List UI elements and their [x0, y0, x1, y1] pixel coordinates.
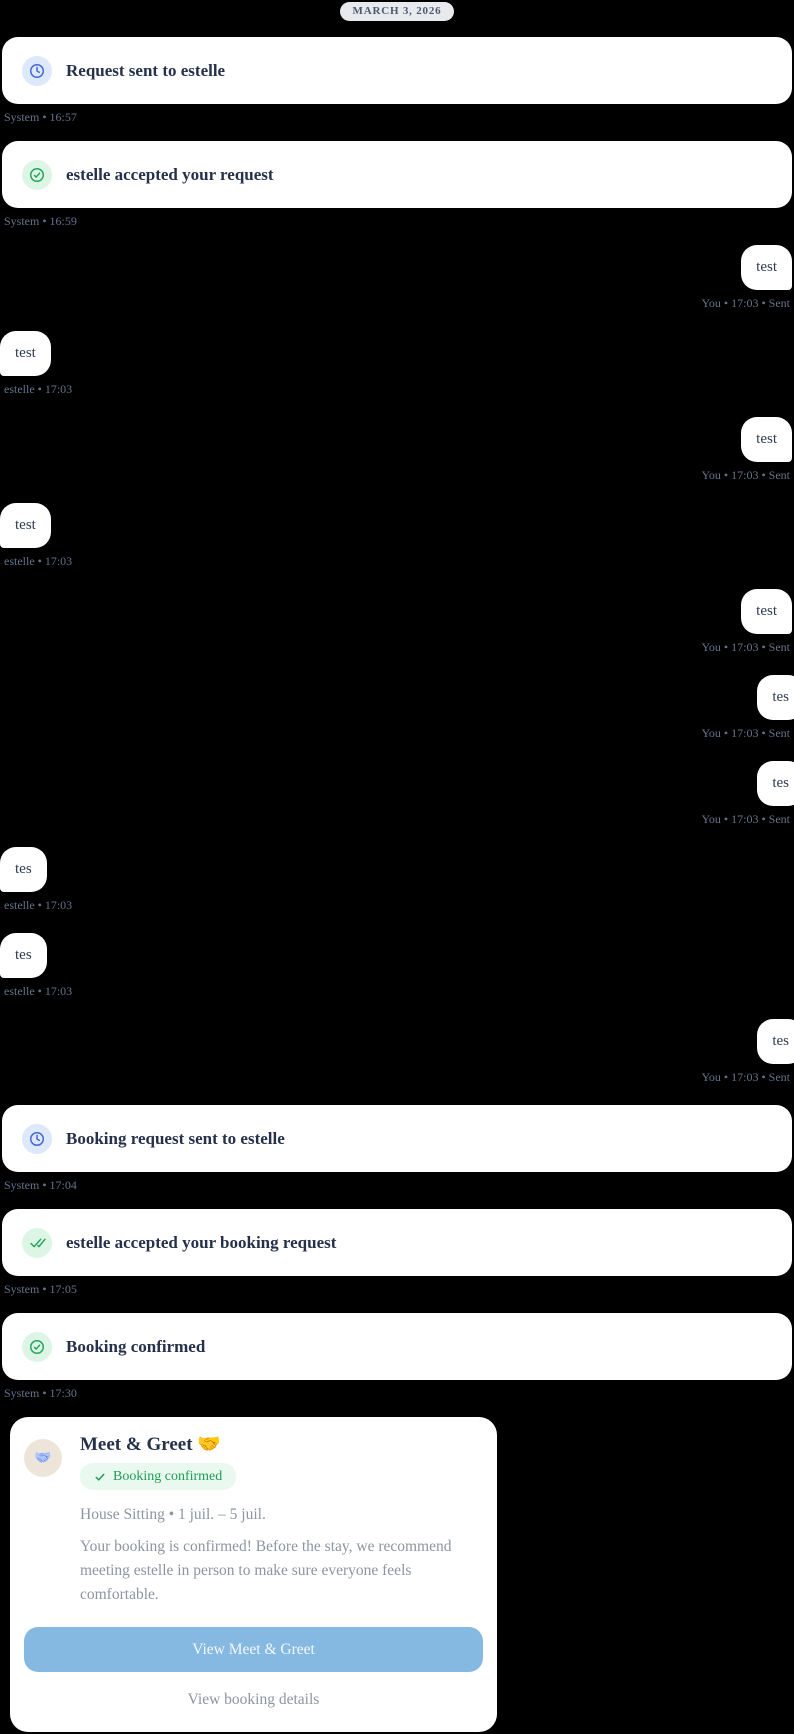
message-meta: You • 17:03 • Sent	[701, 726, 790, 740]
booking-summary: House Sitting • 1 juil. – 5 juil.	[80, 1506, 266, 1523]
system-event-card: estelle accepted your request	[2, 141, 792, 208]
handshake-icon: 🤝	[24, 1439, 62, 1477]
badge-label: Booking confirmed	[113, 1468, 223, 1484]
message-bubble: test	[741, 245, 792, 290]
message-meta: estelle • 17:03	[4, 554, 73, 568]
message-bubble: tes	[757, 761, 794, 806]
check-circle-icon	[22, 159, 52, 190]
clock-icon	[22, 1123, 52, 1154]
message-outgoing: tes You • 17:03 • Sent	[0, 1019, 794, 1084]
message-meta: You • 17:03 • Sent	[701, 640, 790, 654]
system-event-meta: System • 16:59	[4, 214, 77, 228]
message-meta: estelle • 17:03	[4, 898, 73, 912]
message-bubble: test	[0, 503, 51, 548]
message-meta: You • 17:03 • Sent	[701, 812, 790, 826]
system-event-card: Booking confirmed	[2, 1313, 792, 1380]
message-meta: estelle • 17:03	[4, 984, 73, 998]
message-bubble: test	[741, 589, 792, 634]
meet-greet-title: Meet & Greet 🤝	[80, 1434, 221, 1455]
check-circle-icon	[22, 1331, 52, 1362]
message-bubble: tes	[0, 933, 47, 978]
booking-description: Your booking is confirmed! Before the st…	[80, 1538, 452, 1603]
system-event-text: Booking confirmed	[66, 1336, 206, 1356]
system-event-text: Request sent to estelle	[66, 60, 226, 80]
message-bubble: tes	[0, 847, 47, 892]
message-bubble: test	[0, 331, 51, 376]
message-list: Request sent to estelle System • 16:57 e…	[0, 37, 794, 1732]
system-event-card: estelle accepted your booking request	[2, 1209, 792, 1276]
system-event-card: Request sent to estelle	[2, 37, 792, 104]
message-incoming: test estelle • 17:03	[0, 503, 794, 568]
message-outgoing: test You • 17:03 • Sent	[0, 589, 794, 654]
view-booking-details-link[interactable]: View booking details	[187, 1691, 320, 1708]
system-event-text: estelle accepted your booking request	[66, 1232, 337, 1252]
system-event-text: Booking request sent to estelle	[66, 1128, 285, 1148]
handshake-emoji: 🤝	[197, 1434, 221, 1455]
system-event: estelle accepted your booking request Sy…	[0, 1209, 794, 1296]
view-meet-greet-button[interactable]: View Meet & Greet	[24, 1627, 483, 1672]
check-icon	[95, 1473, 105, 1481]
message-outgoing: test You • 17:03 • Sent	[0, 417, 794, 482]
message-bubble: tes	[757, 675, 794, 720]
message-outgoing: tes You • 17:03 • Sent	[0, 761, 794, 826]
message-bubble: tes	[757, 1019, 794, 1064]
system-event-text: estelle accepted your request	[66, 164, 274, 184]
message-incoming: test estelle • 17:03	[0, 331, 794, 396]
system-event-card: Booking request sent to estelle	[2, 1105, 792, 1172]
date-header: MARCH 3, 2026	[339, 2, 455, 21]
system-event-meta: System • 16:57	[4, 110, 77, 124]
system-event: Request sent to estelle System • 16:57	[0, 37, 794, 124]
message-incoming: tes estelle • 17:03	[0, 847, 794, 912]
system-event-meta: System • 17:30	[4, 1386, 77, 1400]
double-check-icon	[22, 1227, 52, 1258]
message-meta: You • 17:03 • Sent	[701, 296, 790, 310]
booking-confirmed-badge: Booking confirmed	[80, 1463, 237, 1490]
message-meta: You • 17:03 • Sent	[701, 1070, 790, 1084]
system-event-meta: System • 17:05	[4, 1282, 77, 1296]
message-incoming: tes estelle • 17:03	[0, 933, 794, 998]
meet-greet-card: 🤝 Meet & Greet 🤝 Booking confirmed House…	[10, 1417, 497, 1732]
message-meta: estelle • 17:03	[4, 382, 73, 396]
system-event: Booking confirmed System • 17:30	[0, 1313, 794, 1400]
system-event: estelle accepted your request System • 1…	[0, 141, 794, 228]
message-bubble: test	[741, 417, 792, 462]
system-event-meta: System • 17:04	[4, 1178, 77, 1192]
system-event: Booking request sent to estelle System •…	[0, 1105, 794, 1192]
message-outgoing: test You • 17:03 • Sent	[0, 245, 794, 310]
message-meta: You • 17:03 • Sent	[701, 468, 790, 482]
message-outgoing: tes You • 17:03 • Sent	[0, 675, 794, 740]
clock-icon	[22, 55, 52, 86]
